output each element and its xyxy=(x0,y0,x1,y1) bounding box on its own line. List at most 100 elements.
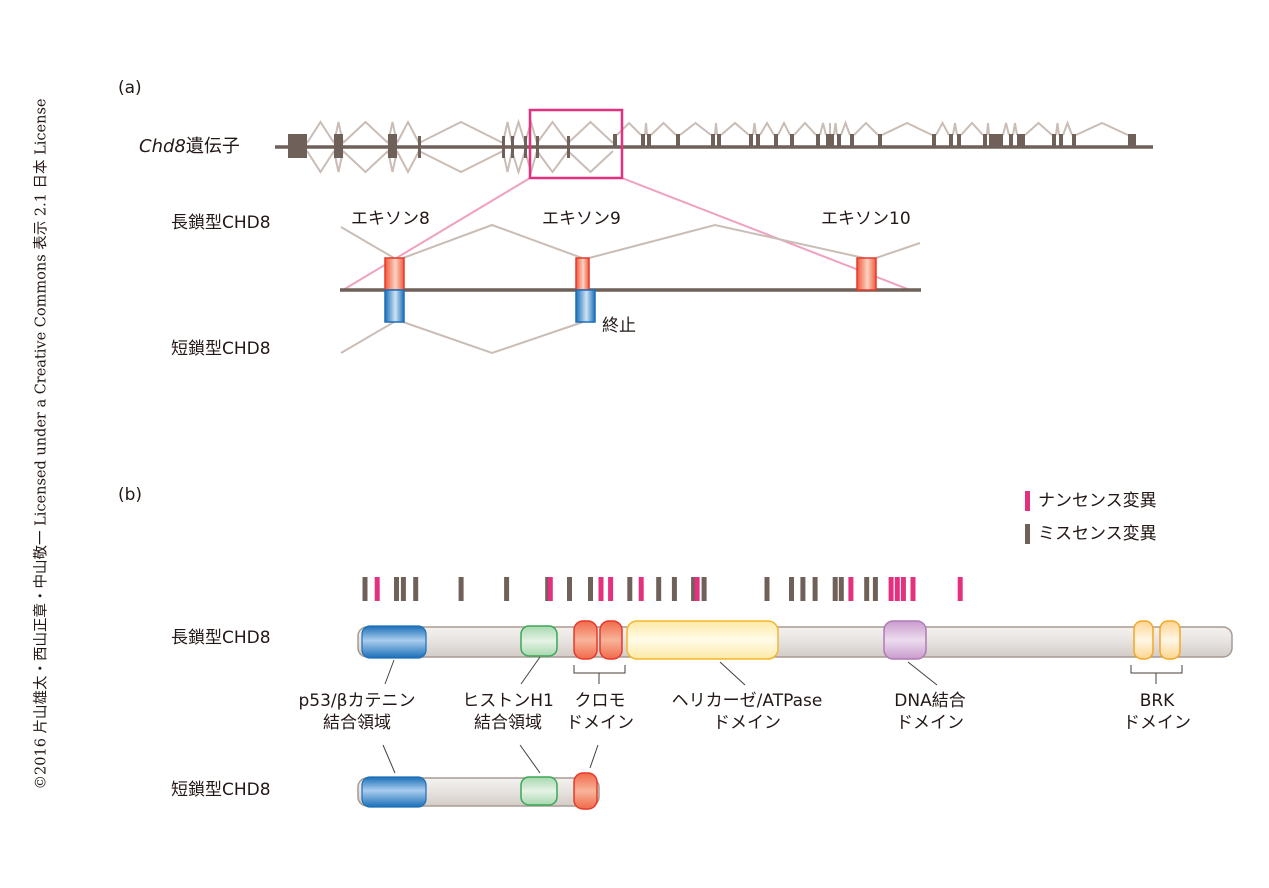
long-isoform-label-a: 長鎖型CHD8 xyxy=(171,213,271,233)
intron-arc xyxy=(1024,121,1053,136)
intron-arc xyxy=(644,122,648,136)
domain-label-helicase: ヘリカーゼ/ATPase ドメイン xyxy=(672,690,823,734)
intron-arc xyxy=(720,121,750,136)
intron-arc xyxy=(952,122,958,136)
missense-mutation-mark xyxy=(627,577,633,601)
intron-arc xyxy=(853,121,879,136)
exon xyxy=(418,136,421,158)
exon-8-label: エキソン8 xyxy=(351,209,430,229)
missense-mutation-mark xyxy=(691,577,697,601)
exon-9-label: エキソン9 xyxy=(542,209,621,229)
intron-arc xyxy=(616,121,642,136)
nonsense-mutation-mark xyxy=(848,577,854,601)
exon xyxy=(756,134,760,148)
nonsense-mutation-mark xyxy=(900,577,906,601)
exon xyxy=(790,134,794,148)
domain-label-line: 結合領域 xyxy=(473,713,542,733)
nonsense-mutation-mark xyxy=(910,577,916,601)
mutation-track xyxy=(362,577,963,601)
intron-arc xyxy=(1075,121,1129,136)
intron-arc xyxy=(396,119,420,144)
missense-mutation-mark xyxy=(764,577,770,601)
missense-mutation-mark xyxy=(701,577,707,601)
domain-label-line: BRK xyxy=(1139,691,1175,711)
domain-label-p53: p53/βカテニン 結合領域 xyxy=(299,690,416,734)
missense-mutation-mark xyxy=(789,577,794,601)
missense-mutation-mark xyxy=(656,577,662,601)
intron-arc xyxy=(1002,122,1010,136)
missense-mutation-mark xyxy=(504,577,510,601)
domain-brk-2 xyxy=(1159,620,1181,660)
domain-chromo-2 xyxy=(599,620,623,660)
nonsense-mutation-mark xyxy=(894,577,900,601)
domain-label-line: ドメイン xyxy=(1123,713,1191,733)
short-isoform-protein xyxy=(357,772,600,810)
intron-arc xyxy=(833,122,838,136)
short-isoform-label-a: 短鎖型CHD8 xyxy=(171,339,271,359)
legend-nonsense-label: ナンセンス変異 xyxy=(1038,491,1157,511)
missense-mutation-mark xyxy=(588,577,593,601)
intron-arc xyxy=(536,120,569,144)
intron-arc xyxy=(306,120,335,144)
long-exon-10 xyxy=(856,257,877,291)
long-splice-line xyxy=(402,223,583,259)
missense-mutation-mark xyxy=(864,577,870,601)
intron-arc xyxy=(935,120,950,136)
nonsense-mutation-mark xyxy=(638,577,644,601)
intron-arc xyxy=(342,150,389,174)
intron-arc xyxy=(986,122,990,136)
intron-arc xyxy=(881,121,933,136)
intron-arc xyxy=(342,120,389,144)
long-exon-9 xyxy=(575,257,590,291)
exon xyxy=(826,134,830,148)
domain-brk-1 xyxy=(1133,620,1154,660)
exon xyxy=(1017,134,1025,148)
short-splice-line xyxy=(402,321,584,355)
missense-mutation-mark xyxy=(800,577,806,601)
intron-arc xyxy=(752,122,757,136)
nonsense-mutation-mark xyxy=(694,577,700,601)
long-isoform-label-b: 長鎖型CHD8 xyxy=(171,628,271,648)
missense-mutation-mark xyxy=(832,577,838,601)
zoom-connector-left xyxy=(342,177,531,291)
short-isoform-label-b: 短鎖型CHD8 xyxy=(171,780,271,800)
exon xyxy=(749,134,753,148)
exon xyxy=(524,136,527,158)
domain-p53-beta-catenin xyxy=(361,625,427,659)
exon xyxy=(711,134,715,148)
exon xyxy=(613,134,617,148)
domain-label-line: ドメイン xyxy=(566,713,634,733)
missense-mutation-mark xyxy=(872,577,878,601)
legend-missense-swatch xyxy=(1025,524,1030,544)
exon xyxy=(949,134,953,148)
intron-arc xyxy=(1062,120,1073,136)
domain-histone-h1 xyxy=(520,625,558,657)
intron-arc xyxy=(418,120,504,144)
exon xyxy=(983,134,987,148)
missense-mutation-mark xyxy=(671,577,677,601)
intron-arc xyxy=(536,150,569,174)
exon xyxy=(837,134,841,148)
missense-mutation-mark xyxy=(545,577,551,601)
exon xyxy=(816,134,820,148)
chd8-gene-structure xyxy=(275,118,1153,176)
missense-mutation-mark xyxy=(838,577,844,601)
exon xyxy=(989,134,1003,148)
intron-arc xyxy=(819,122,827,136)
exon xyxy=(1009,134,1013,148)
missense-mutation-mark xyxy=(394,577,399,601)
zoom-box xyxy=(528,108,624,180)
nonsense-mutation-mark xyxy=(374,577,380,601)
legend-missense-label: ミスセンス変異 xyxy=(1038,524,1157,544)
intron-arc xyxy=(567,150,614,174)
domain-label-line: DNA結合 xyxy=(894,691,966,711)
intron-arc xyxy=(840,120,851,136)
intron-arc xyxy=(650,121,677,136)
exon xyxy=(676,134,680,148)
short-exon-8 xyxy=(384,289,405,323)
intron-arc xyxy=(511,150,526,176)
nonsense-mutation-mark xyxy=(957,577,963,601)
domain-label-dna: DNA結合 ドメイン xyxy=(894,690,965,734)
intron-arc xyxy=(759,121,775,136)
